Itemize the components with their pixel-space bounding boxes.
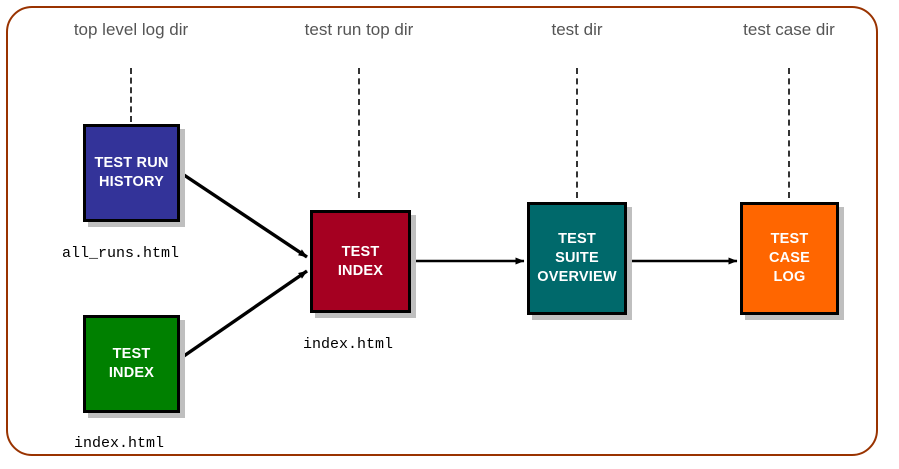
node-test-index-green[interactable]: TEST INDEX <box>83 315 180 413</box>
column-title-top-level-log-dir: top level log dir <box>73 20 189 39</box>
node-test-case-log-line-2: CASE <box>768 250 811 266</box>
node-test-suite-overview[interactable]: TEST SUITE OVERVIEW <box>527 202 627 315</box>
node-test-index-red-line-2: INDEX <box>337 262 384 279</box>
guide-line-test-case-dir <box>788 68 790 198</box>
node-test-run-history-line-1: TEST RUN <box>94 155 169 171</box>
node-test-run-history[interactable]: TEST RUN HISTORY <box>83 124 180 222</box>
guide-line-top-level-log-dir <box>130 68 132 122</box>
column-title-test-dir: test dir <box>551 20 603 39</box>
file-label-index-html-red: index.html <box>303 336 394 353</box>
node-test-case-log[interactable]: TEST CASE LOG <box>740 202 839 315</box>
node-test-suite-overview-line-2: SUITE <box>555 250 599 266</box>
file-label-index-html-green: index.html <box>74 435 165 452</box>
node-test-suite-overview-line-1: TEST <box>558 231 596 247</box>
node-test-run-history-line-2: HISTORY <box>98 174 165 190</box>
node-test-index-red-line-1: TEST <box>341 243 380 260</box>
node-test-case-log-line-3: LOG <box>773 269 806 285</box>
node-test-suite-overview-line-3: OVERVIEW <box>537 269 617 285</box>
node-test-index-green-line-1: TEST <box>112 346 151 362</box>
diagram-frame <box>6 6 878 456</box>
guide-line-test-dir <box>576 68 578 198</box>
guide-line-test-run-top-dir <box>358 68 360 198</box>
node-test-index-green-line-2: INDEX <box>108 365 155 381</box>
file-label-all-runs-html: all_runs.html <box>62 245 180 262</box>
column-title-test-case-dir: test case dir <box>743 20 835 39</box>
node-test-case-log-line-1: TEST <box>770 231 809 247</box>
node-test-index-red[interactable]: TEST INDEX <box>310 210 411 313</box>
column-title-test-run-top-dir: test run top dir <box>304 20 414 39</box>
